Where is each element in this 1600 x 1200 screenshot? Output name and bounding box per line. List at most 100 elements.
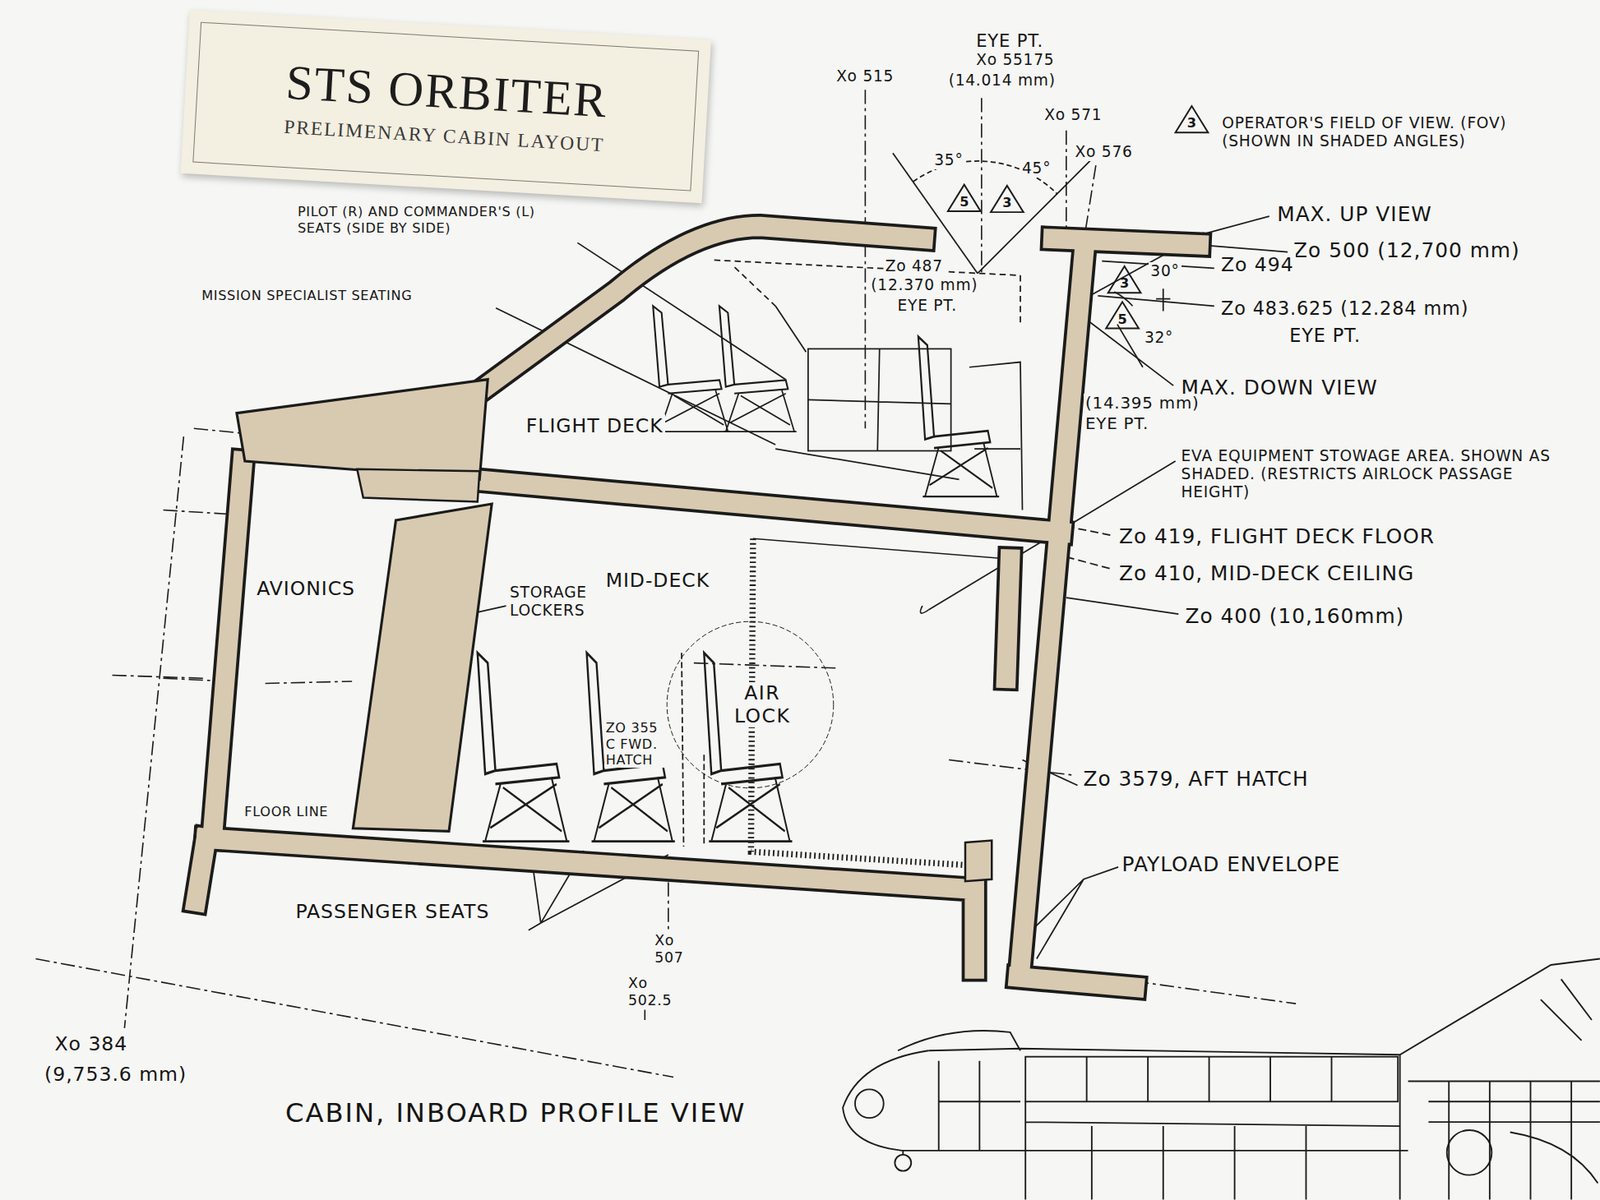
drawing-label: EYE PT. xyxy=(1083,414,1151,435)
drawing-label: 35° xyxy=(932,151,965,170)
cabin-walls xyxy=(206,838,975,970)
cabin-walls xyxy=(1006,559,1011,679)
cabin-walls xyxy=(195,838,206,902)
field-of-view-lines xyxy=(1117,324,1143,368)
cabin-walls xyxy=(469,479,1062,533)
drawing-label: MID-DECK xyxy=(604,568,712,592)
seat-linework xyxy=(969,362,1023,511)
seat-linework xyxy=(587,652,676,842)
reference-lines xyxy=(1134,981,1296,1004)
drawing-label: Xo 384 xyxy=(53,1032,130,1056)
drawing-label: FLOOR LINE xyxy=(242,804,330,820)
orbiter-cutaway xyxy=(1447,1130,1493,1176)
seat-linework xyxy=(477,652,570,842)
orbiter-cutaway xyxy=(842,1050,1409,1152)
drawing-label: Xo 55175 xyxy=(974,50,1056,70)
drawing-label: FLIGHT DECK xyxy=(524,414,666,438)
field-of-view-lines xyxy=(714,259,1021,327)
callout-triangle xyxy=(947,184,981,212)
drawing-label: Xo 576 xyxy=(1073,143,1135,162)
title-card: STS ORBITERPRELIMENARY CABIN LAYOUT xyxy=(180,9,712,204)
eva-stowage-hatching xyxy=(753,538,1009,560)
orbiter-cutaway xyxy=(1086,1057,1332,1103)
drawing-label: PILOT (R) AND COMMANDER'S (L) SEATS (SID… xyxy=(295,203,580,236)
orbiter-cutaway xyxy=(855,1089,884,1119)
reference-lines xyxy=(35,89,1296,1078)
cabin-walls xyxy=(356,469,480,503)
field-of-view-lines xyxy=(714,152,1270,386)
cabin-walls xyxy=(195,226,1199,989)
drawing-label: 45° xyxy=(1020,159,1053,178)
leader-lines xyxy=(920,605,929,614)
field-of-view-lines xyxy=(892,152,978,273)
cabin-walls xyxy=(1018,977,1135,988)
level-lines xyxy=(1066,557,1113,570)
seat-linework xyxy=(719,305,797,432)
cabin-walls xyxy=(965,841,992,883)
drawing-label: 32° xyxy=(1142,328,1175,347)
seat-linework xyxy=(652,305,731,432)
drawing-label: Xo 507 xyxy=(652,932,698,967)
cabin-walls xyxy=(212,461,243,839)
drawing-label: EYE PT. xyxy=(974,30,1046,51)
cabin-walls xyxy=(195,226,1199,989)
drawing-label: EYE PT. xyxy=(896,296,959,315)
drawing-label: (14.014 mm) xyxy=(947,71,1058,90)
reference-lines xyxy=(864,89,867,429)
orbiter-cutaway xyxy=(1025,1057,1398,1103)
reference-lines xyxy=(124,436,184,1029)
orbiter-cutaway xyxy=(938,1061,1021,1152)
cabin-walls xyxy=(469,479,1062,533)
cabin-walls xyxy=(1020,257,1084,968)
drawing-label: Zo 494 xyxy=(1219,253,1296,277)
reference-lines xyxy=(644,1010,647,1021)
drawing-label: MISSION SPECIALIST SEATING xyxy=(199,287,414,304)
cabin-walls xyxy=(479,226,924,393)
orbiter-cutaway xyxy=(901,1151,904,1156)
orbiter-cutaway xyxy=(1510,1132,1599,1184)
drawing-label: EYE PT. xyxy=(1287,324,1363,347)
seat-linework xyxy=(918,337,999,498)
drawing-label: Zo 419, FLIGHT DECK FLOOR xyxy=(1117,524,1437,550)
seat-linework xyxy=(703,652,792,842)
callout-number: 3 xyxy=(1119,275,1129,292)
drawing-label: PAYLOAD ENVELOPE xyxy=(1120,852,1342,878)
callout-triangle xyxy=(990,185,1024,213)
callout-triangle xyxy=(1105,301,1139,329)
orbiter-cutaway xyxy=(1540,979,1592,1041)
callout-number: 5 xyxy=(1117,311,1127,328)
drawing-label: (12.370 mm) xyxy=(869,276,980,295)
drawing-label: (9,753.6 mm) xyxy=(42,1063,189,1087)
drawing-label: Zo 410, MID-DECK CEILING xyxy=(1117,561,1416,587)
reference-lines xyxy=(35,959,674,1078)
cabin-walls xyxy=(479,226,924,393)
orbiter-cutaway xyxy=(1025,1101,1400,1200)
callout-triangle xyxy=(1108,266,1142,293)
airlock-outline xyxy=(666,621,834,789)
callout-triangle xyxy=(1175,106,1209,133)
orbiter-cutaway xyxy=(897,1031,1021,1051)
cabin-walls xyxy=(1006,559,1011,679)
callout-number: 5 xyxy=(959,194,969,210)
drawing-label: MAX. DOWN VIEW xyxy=(1179,375,1380,401)
seat-linework xyxy=(775,305,959,480)
cabin-illustration xyxy=(35,89,1600,1200)
orbiter-cutaway xyxy=(842,959,1600,1200)
orbiter-cutaway xyxy=(894,1155,911,1172)
drawing-label: PASSENGER SEATS xyxy=(293,900,491,924)
drawing-label: ZO 355 C FWD. HATCH xyxy=(604,720,671,768)
cabin-walls xyxy=(352,504,492,832)
cabin-walls xyxy=(236,379,488,481)
orbiter-cutaway xyxy=(1448,1081,1572,1200)
caption: CABIN, INBOARD PROFILE VIEW xyxy=(283,1097,748,1130)
drawing-label: Zo 3579, AFT HATCH xyxy=(1081,767,1310,792)
drawing-label: Zo 487 xyxy=(883,257,945,276)
orbiter-cutaway xyxy=(928,959,1600,1056)
cabin-walls xyxy=(195,838,206,902)
drawing-label: Xo 571 xyxy=(1042,106,1104,125)
drawing-label: AVIONICS xyxy=(254,577,357,601)
callout-number: 3 xyxy=(1187,115,1197,131)
level-lines xyxy=(1097,295,1214,306)
